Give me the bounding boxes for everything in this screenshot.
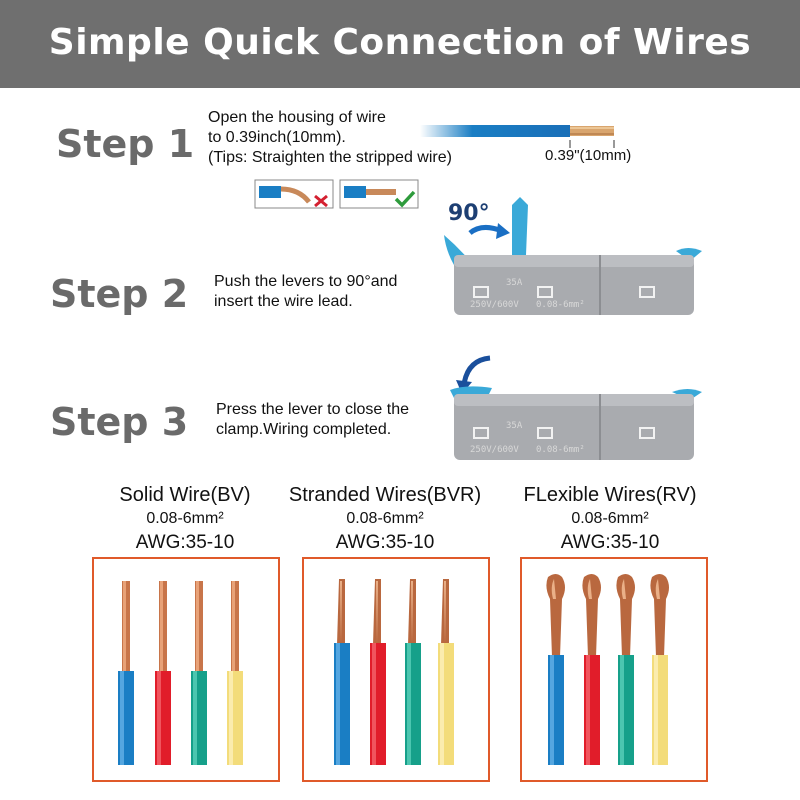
solid-wire-red [155,581,171,765]
stranded-wire-green [405,579,421,765]
wire-awg-stranded: AWG:35-10 [335,532,435,553]
step-2-text-line-1: Push the levers to 90°and [214,273,398,290]
check-icon [394,190,416,208]
strip-length-label: 0.39"(10mm) [545,147,632,164]
page-title: Simple Quick Connection of Wires [48,22,752,63]
step-2-text-line-2: insert the wire lead. [214,293,353,310]
stranded-wire-blue [334,579,350,765]
connector-housing-closed [454,394,694,460]
step-1-text-line-1: Open the housing of wire [208,109,386,126]
flexible-wire-panel [520,557,708,782]
wire-insulation [420,125,570,137]
rating-text-closed: 35A [506,421,523,431]
solid-wire-panel [92,557,280,782]
step-3-label: Step 3 [50,400,189,444]
range-text-closed: 0.08-6mm² [536,445,585,455]
stranded-wire-panel [302,557,490,782]
stranded-wire-red [370,579,386,765]
step-1-tips: (Tips: Straighten the stripped wire) [208,149,452,166]
wire-size-solid: 0.08-6mm² [146,510,224,527]
stranded-wire-yellow [438,579,454,765]
connector-closed: 35A 250V/600V 0.08-6mm² [450,355,702,460]
voltage-text-closed: 250V/600V [470,445,519,455]
stranded-wires-illustration [334,579,454,765]
voltage-text: 250V/600V [470,300,519,310]
solid-wire-yellow [227,581,243,765]
connector-open: 90° 35A 250V/600V 0.08-6mm² [444,197,702,315]
correct-straight-wire-tip [339,179,419,209]
lever-right [676,248,702,261]
cross-icon [314,194,328,208]
bare-copper-end [570,126,614,136]
wire-awg-flexible: AWG:35-10 [560,532,660,553]
connector-housing [454,255,694,315]
wire-size-flexible: 0.08-6mm² [571,510,649,527]
press-arrow-icon [461,355,491,385]
wrong-bent-wire-tip [254,179,334,209]
angle-label: 90° [448,201,490,226]
flexible-wire-yellow [650,574,669,765]
flexible-wire-blue [546,574,565,765]
step-2-label: Step 2 [50,272,189,316]
wire-size-stranded: 0.08-6mm² [346,510,424,527]
wire-type-title-stranded: Stranded Wires(BVR) [288,484,482,506]
wire-awg-solid: AWG:35-10 [135,532,235,553]
range-text: 0.08-6mm² [536,300,585,310]
rating-text: 35A [506,278,523,288]
solid-wire-green [191,581,207,765]
solid-wires-illustration [118,581,243,765]
step-3-text-line-2: clamp.Wiring completed. [216,421,392,438]
wire-type-title-solid: Solid Wire(BV) [119,484,251,506]
flexible-wires-illustration [546,574,669,765]
lever-up [512,197,528,255]
step-1-label: Step 1 [56,122,195,166]
wire-type-title-flexible: FLexible Wires(RV) [523,484,697,506]
stripped-wire-illustration [420,125,615,148]
flexible-wire-red [582,574,601,765]
title-banner: Simple Quick Connection of Wires [0,0,800,88]
step-3-text-line-1: Press the lever to close the [216,401,409,418]
solid-wire-blue [118,581,134,765]
flexible-wire-green [616,574,635,765]
step-1-text-line-2: to 0.39inch(10mm). [208,129,346,146]
